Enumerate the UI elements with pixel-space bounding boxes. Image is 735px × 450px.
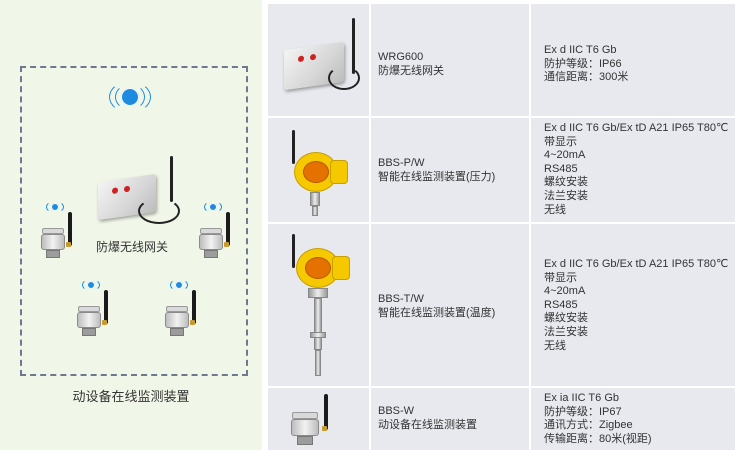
product-image-cell: [268, 388, 369, 450]
spec-line: Ex d IIC T6 Gb/Ex tD A21 IP65 T80℃: [544, 122, 729, 134]
spec-line: 无线: [544, 339, 566, 352]
spec-line: Ex d IIC T6 Gb/Ex tD A21 IP65 T80℃: [544, 258, 729, 270]
product-name: 动设备在线监测装置: [378, 419, 477, 431]
monitoring-zone-boundary: [20, 66, 248, 376]
table-row: BBS-P/W 智能在线监测装置(压力) Ex d IIC T6 Gb/Ex t…: [268, 118, 735, 222]
product-name: 智能在线监测装置(温度): [378, 307, 496, 319]
spec-line: RS485: [544, 162, 578, 175]
product-model: WRG600: [378, 51, 424, 63]
wifi-signal-icon: [108, 81, 152, 113]
product-name-cell: WRG600 防爆无线网关: [371, 4, 529, 116]
product-spec-cell: Ex d IIC T6 Gb 防护等级：IP66 通信距离：300米: [531, 4, 735, 116]
spec-line: 传输距离：80米(视距): [544, 432, 652, 445]
spec-line: 带显示: [544, 135, 577, 148]
table-row: BBS-T/W 智能在线监测装置(温度) Ex d IIC T6 Gb/Ex t…: [268, 224, 735, 386]
vibration-sensor-device: [74, 290, 114, 338]
product-image-cell: [268, 4, 369, 116]
product-spec-cell: Ex d IIC T6 Gb/Ex tD A21 IP65 T80℃ 带显示 4…: [531, 118, 735, 222]
product-image-cell: [268, 224, 369, 386]
spec-line: 带显示: [544, 271, 577, 284]
vibration-sensor-device: [162, 290, 202, 338]
vibration-sensor-device: [196, 212, 236, 260]
table-row: BBS-W 动设备在线监测装置 Ex ia IIC T6 Gb 防护等级：IP6…: [268, 388, 735, 450]
product-model: BBS-W: [378, 405, 415, 417]
spec-line: 无线: [544, 203, 566, 216]
product-spec-cell: Ex ia IIC T6 Gb 防护等级：IP67 通讯方式：Zigbee 传输…: [531, 388, 735, 450]
vibration-sensor-device: [38, 212, 78, 260]
product-name: 防爆无线网关: [378, 65, 444, 77]
spec-line: 防护等级：IP67: [544, 405, 622, 418]
spec-line: 防护等级：IP66: [544, 57, 622, 70]
product-name-cell: BBS-T/W 智能在线监测装置(温度): [371, 224, 529, 386]
spec-line: 通信距离：300米: [544, 71, 629, 84]
product-name-cell: BBS-P/W 智能在线监测装置(压力): [371, 118, 529, 222]
product-name-cell: BBS-W 动设备在线监测装置: [371, 388, 529, 450]
spec-line: Ex ia IIC T6 Gb: [544, 392, 619, 404]
spec-line: 法兰安装: [544, 325, 588, 338]
spec-line: 4~20mA: [544, 149, 586, 162]
spec-line: 螺纹安装: [544, 176, 588, 189]
network-diagram-panel: 防爆无线网关: [0, 0, 262, 450]
product-model: BBS-P/W: [378, 157, 425, 169]
spec-line: RS485: [544, 298, 578, 311]
diagram-caption: 动设备在线监测装置: [72, 389, 190, 404]
wifi-signal-icon: [168, 278, 190, 292]
product-spec-cell: Ex d IIC T6 Gb/Ex tD A21 IP65 T80℃ 带显示 4…: [531, 224, 735, 386]
spec-line: 通讯方式：Zigbee: [544, 419, 633, 432]
table-row: WRG600 防爆无线网关 Ex d IIC T6 Gb 防护等级：IP66 通…: [268, 4, 735, 116]
wifi-signal-icon: [80, 278, 102, 292]
gateway-label: 防爆无线网关: [96, 240, 169, 254]
spec-line: 4~20mA: [544, 285, 586, 298]
spec-line: Ex d IIC T6 Gb: [544, 44, 617, 56]
spec-line: 螺纹安装: [544, 312, 588, 325]
product-model: BBS-T/W: [378, 293, 424, 305]
product-name: 智能在线监测装置(压力): [378, 171, 496, 183]
wifi-signal-icon: [202, 200, 224, 214]
spec-line: 法兰安装: [544, 189, 588, 202]
wifi-signal-icon: [44, 200, 66, 214]
product-image-cell: [268, 118, 369, 222]
